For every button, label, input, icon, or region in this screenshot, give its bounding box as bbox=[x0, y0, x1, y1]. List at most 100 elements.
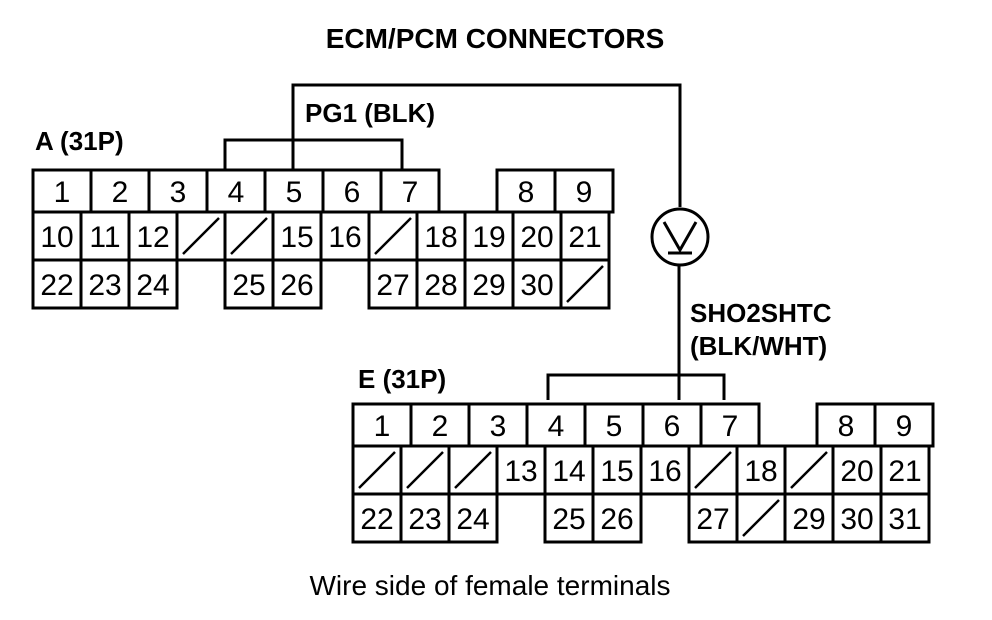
connector-a-terminal-cell bbox=[127, 258, 179, 310]
connector-e-terminal-number: 22 bbox=[360, 503, 393, 536]
connector-a-terminal-number: 26 bbox=[280, 269, 313, 302]
connector-e-terminal-cell bbox=[467, 402, 529, 448]
connector-e-terminal-cell bbox=[639, 444, 691, 496]
connector-a-terminal-number: 29 bbox=[472, 269, 505, 302]
connector-e-terminal-cell bbox=[699, 402, 761, 448]
connector-a-terminal-cell bbox=[415, 258, 467, 310]
connector-a-empty-terminal-slash bbox=[374, 217, 412, 255]
connector-e-terminal-number: 23 bbox=[408, 503, 441, 536]
pg1-label: PG1 (BLK) bbox=[305, 98, 435, 128]
sho2shtc-color-label: (BLK/WHT) bbox=[690, 331, 827, 361]
connector-e-name: E (31P) bbox=[358, 364, 446, 394]
connector-e-terminal-number: 14 bbox=[552, 455, 585, 488]
connector-e-terminal-cell bbox=[831, 444, 883, 496]
connector-e-terminal-cell bbox=[879, 444, 931, 496]
connector-a-terminal-number: 9 bbox=[576, 176, 593, 209]
connector-a-terminal-number: 3 bbox=[170, 176, 187, 209]
pg1-bridge bbox=[223, 138, 404, 170]
connector-a-terminal-number: 21 bbox=[568, 221, 601, 254]
connector-a-terminal-number: 28 bbox=[424, 269, 457, 302]
connector-a-terminal-cell bbox=[319, 210, 371, 262]
connector-a-empty-terminal-slash bbox=[182, 217, 220, 255]
connector-e-terminal-number: 24 bbox=[456, 503, 489, 536]
connector-e-terminal-number: 8 bbox=[838, 410, 855, 443]
connector-a-terminal-cell bbox=[553, 168, 615, 214]
connector-e-terminal-number: 15 bbox=[600, 455, 633, 488]
diagram-title: ECM/PCM CONNECTORS bbox=[326, 23, 665, 54]
connector-e-terminal-number: 1 bbox=[374, 410, 391, 443]
connector-a-terminal-cell bbox=[495, 168, 557, 214]
connector-e-terminal-number: 2 bbox=[432, 410, 449, 443]
connector-e-terminal-number: 30 bbox=[840, 503, 873, 536]
connector-a-terminal-number: 30 bbox=[520, 269, 553, 302]
connector-a-terminal-number: 12 bbox=[136, 221, 169, 254]
connector-a-terminal-number: 1 bbox=[54, 176, 71, 209]
connector-a-terminal-cell bbox=[31, 168, 93, 214]
pg1-wire bbox=[291, 83, 682, 207]
connector-e-terminal-cell bbox=[879, 492, 931, 544]
connector-a-terminal-cell bbox=[31, 210, 83, 262]
connector-a-terminal-number: 19 bbox=[472, 221, 505, 254]
connector-a-terminal-number: 18 bbox=[424, 221, 457, 254]
connector-e-terminal-number: 25 bbox=[552, 503, 585, 536]
connector-a-terminal-number: 6 bbox=[344, 176, 361, 209]
connector-a-empty-terminal-slash bbox=[230, 217, 268, 255]
connector-a-terminal-cell bbox=[367, 258, 419, 310]
connector-a-terminal-number: 20 bbox=[520, 221, 553, 254]
connector-a-terminal-cell bbox=[147, 168, 209, 214]
connector-a-name: A (31P) bbox=[35, 126, 124, 156]
connector-e-terminal-number: 20 bbox=[840, 455, 873, 488]
connector-e-terminal-number: 31 bbox=[888, 503, 921, 536]
connector-a-terminal-number: 11 bbox=[89, 221, 120, 254]
connector-e-terminal-number: 9 bbox=[896, 410, 913, 443]
voltmeter-icon bbox=[650, 207, 710, 267]
connector-a-terminal-number: 5 bbox=[286, 176, 303, 209]
connector-e-terminal-cell bbox=[641, 402, 703, 448]
connector-a-terminal-cell bbox=[511, 258, 563, 310]
connector-e-terminal-number: 6 bbox=[664, 410, 681, 443]
connector-a-empty-terminal-slash bbox=[566, 265, 604, 303]
sho2shtc-label: SHO2SHTC bbox=[690, 298, 832, 328]
connector-e-empty-terminal-slash bbox=[790, 451, 828, 489]
connector-a-terminal-number: 15 bbox=[280, 221, 313, 254]
connector-a-terminal-cell bbox=[127, 210, 179, 262]
connector-a-terminal-cell bbox=[89, 168, 151, 214]
connector-a-terminal-number: 10 bbox=[40, 221, 73, 254]
connector-a-terminal-cell bbox=[379, 168, 441, 214]
connector-a-terminal-cell bbox=[559, 210, 611, 262]
connector-e-empty-terminal-slash bbox=[742, 499, 780, 537]
connector-e-terminal-cell bbox=[831, 492, 883, 544]
connector-e-terminal-cell bbox=[409, 402, 471, 448]
connector-e-terminal-number: 16 bbox=[648, 455, 681, 488]
connector-a-terminal-cell bbox=[463, 258, 515, 310]
connector-e-empty-terminal-slash bbox=[454, 451, 492, 489]
connector-e-terminal-number: 18 bbox=[744, 455, 777, 488]
e6-bridge bbox=[546, 373, 726, 400]
connector-a-terminal-number: 8 bbox=[518, 176, 535, 209]
connector-e-terminal-number: 26 bbox=[600, 503, 633, 536]
connector-a-terminal-cell bbox=[79, 258, 131, 310]
connector-e-terminal-cell bbox=[591, 444, 643, 496]
connector-a-terminal-number: 22 bbox=[40, 269, 73, 302]
connector-a-terminal-number: 2 bbox=[112, 176, 129, 209]
connector-a-terminal-number: 25 bbox=[232, 269, 265, 302]
connector-a-terminal-number: 27 bbox=[376, 269, 409, 302]
caption: Wire side of female terminals bbox=[309, 570, 670, 601]
connector-e-terminal-cell bbox=[591, 492, 643, 544]
connector-a-terminal-number: 24 bbox=[136, 269, 169, 302]
connector-a-terminal-number: 16 bbox=[328, 221, 361, 254]
connector-e-terminal-number: 29 bbox=[792, 503, 825, 536]
connector-e-terminal-number: 3 bbox=[490, 410, 507, 443]
connector-e-terminal-number: 5 bbox=[606, 410, 623, 443]
connector-e-terminal-cell bbox=[399, 492, 451, 544]
connector-e-terminal-number: 4 bbox=[548, 410, 565, 443]
connector-e-empty-terminal-slash bbox=[358, 451, 396, 489]
connector-e-terminal-cell bbox=[495, 444, 547, 496]
connector-a-terminal-number: 7 bbox=[402, 176, 419, 209]
connector-e-terminal-number: 7 bbox=[722, 410, 739, 443]
connector-e-terminal-number: 21 bbox=[888, 455, 921, 488]
connector-e-terminal-cell bbox=[687, 492, 739, 544]
